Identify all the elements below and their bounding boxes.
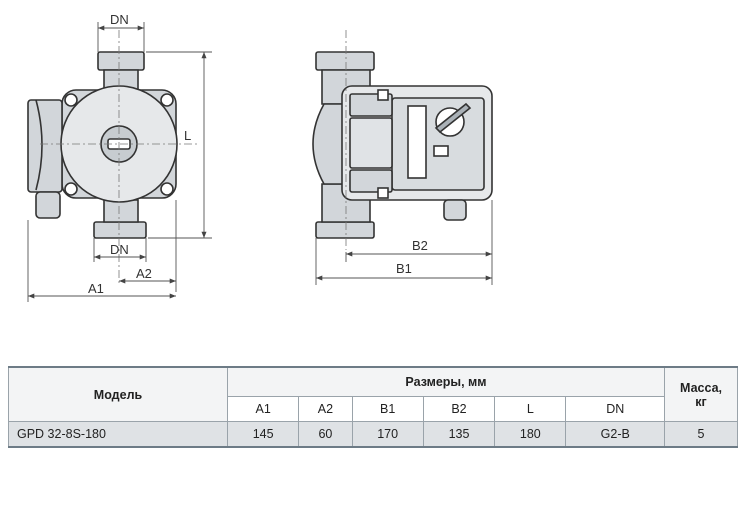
pump-side-view (312, 51, 493, 239)
cell-b1: 170 (351, 421, 424, 448)
cell-a1: 145 (226, 421, 300, 448)
dim-label-b2: B2 (412, 238, 428, 253)
model-cell: GPD 32-8S-180 (8, 421, 228, 448)
mass-header-line2: кг (695, 394, 707, 409)
column-header-l: L (494, 396, 567, 422)
dim-label-a1: A1 (88, 281, 104, 296)
dimensions-header: Размеры, мм (227, 366, 665, 397)
table-row: GPD 32-8S-180 145 60 170 135 180 G2-B 5 (8, 421, 738, 448)
model-header: Модель (8, 366, 228, 422)
column-header-dn: DN (565, 396, 665, 422)
dim-label-dn-bottom: DN (110, 242, 129, 257)
spec-table: Модель Размеры, мм Масса, кг A1 A2 B1 B2… (8, 366, 738, 448)
front-centerlines (40, 30, 200, 286)
cell-b2: 135 (422, 421, 496, 448)
dim-label-dn-top: DN (110, 12, 129, 27)
dim-label-b1: B1 (396, 261, 412, 276)
mass-header-line1: Масса, (680, 380, 722, 395)
column-header-a2: A2 (298, 396, 353, 422)
cell-mass: 5 (664, 421, 738, 448)
pump-front-view (27, 51, 178, 239)
pump-dimension-drawing: DN DN L A2 A1 (27, 12, 493, 302)
cell-a2: 60 (298, 421, 353, 448)
dim-label-a2: A2 (136, 266, 152, 281)
column-header-a1: A1 (226, 396, 300, 422)
dim-label-l: L (184, 128, 191, 143)
column-header-b1: B1 (351, 396, 424, 422)
front-dimension-lines (27, 22, 212, 302)
cell-dn: G2-B (565, 421, 665, 448)
column-header-b2: B2 (422, 396, 496, 422)
side-dimension-lines (315, 200, 493, 285)
mass-header: Масса, кг (664, 366, 738, 422)
cell-l: 180 (494, 421, 567, 448)
